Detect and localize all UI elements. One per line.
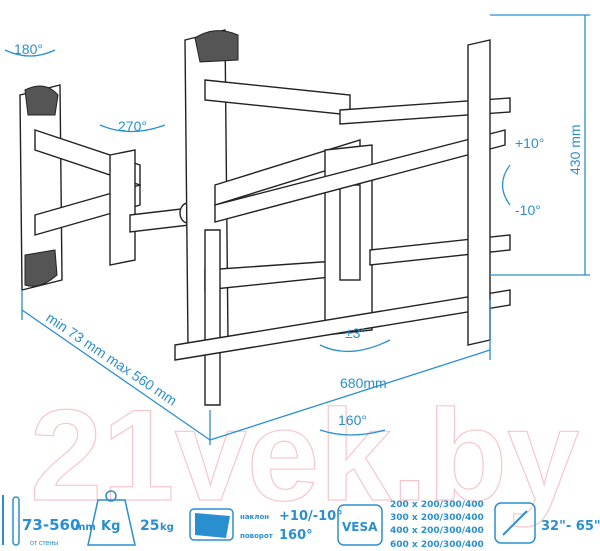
swivel-caption: поворот (240, 532, 274, 540)
wall-plate (19, 84, 63, 291)
rotation-label: ±3° (345, 325, 366, 341)
vesa-icon (337, 504, 383, 546)
diagonal-arrow-icon (502, 510, 528, 536)
weight-value: 25 (140, 518, 159, 534)
height-label: 430 mm (567, 124, 583, 175)
screen-size-value: 32"- 65" (541, 519, 600, 534)
tv-frame-icon (189, 508, 234, 541)
swivel-value: 160° (279, 528, 313, 543)
tv-tilt-icon (195, 513, 230, 538)
diagonal-icon (494, 502, 536, 544)
tv-profile-icon (12, 496, 20, 546)
wall-swivel-label: 180° (14, 41, 43, 57)
distance-value: 73-560 (22, 516, 80, 534)
arm-swivel-label: 270° (118, 118, 147, 134)
vesa-label: VESA (342, 520, 378, 534)
vesa-item: 600 x 200/300/400 (390, 540, 484, 550)
weight-handle-icon (105, 490, 117, 502)
vesa-item: 300 x 200/300/400 (390, 513, 484, 523)
spec-distance: 73-560 mm от стены (2, 495, 96, 547)
spec-weight: Kg 25 kg (87, 490, 174, 546)
tilt-caption: наклон (240, 513, 269, 521)
distance-caption: от стены (30, 540, 58, 547)
weight-icon-label: Kg (101, 519, 120, 534)
spec-tilt-swivel: наклон +10/-10° поворот 160° (189, 508, 343, 543)
weight-unit: kg (160, 522, 174, 533)
distance-unit: mm (75, 522, 96, 533)
tilt-down-label: -10° (515, 202, 541, 218)
tv-plate (174, 39, 511, 361)
swivel-label: 160° (338, 412, 367, 428)
spec-vesa: VESA 200 x 200/300/400 300 x 200/300/400… (337, 500, 484, 550)
dimension-lines (4, 14, 590, 445)
tilt-value: +10/-10° (279, 509, 343, 524)
spec-screen-size: 32"- 65" (494, 502, 600, 544)
vesa-item: 400 x 200/300/400 (390, 526, 484, 536)
watermark: 21vek.by (30, 382, 579, 528)
vesa-item: 200 x 200/300/400 (390, 500, 484, 510)
tilt-up-label: +10° (515, 135, 544, 151)
width-label: 680mm (340, 375, 387, 391)
weight-icon (87, 499, 136, 546)
